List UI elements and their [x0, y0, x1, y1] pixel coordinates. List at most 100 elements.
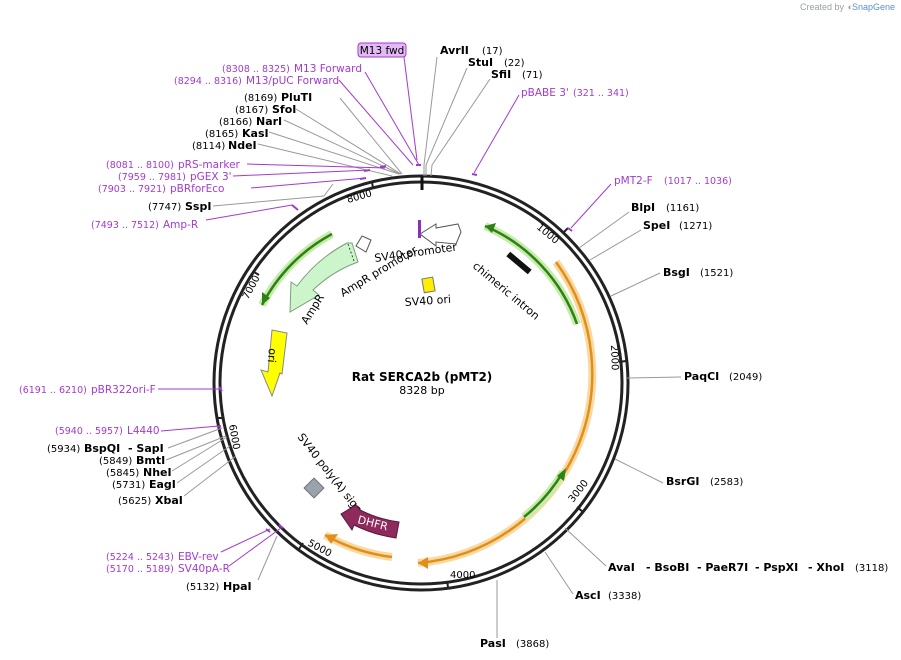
feature-chimeric-intron: chimeric intron — [470, 259, 542, 322]
tick-8000 — [371, 181, 374, 189]
leader-ampr-primer — [205, 204, 293, 221]
enzyme-paqci-pos: (2049) — [729, 372, 762, 383]
enzyme-avai-pos: (3118) — [855, 563, 888, 574]
tick-4000 — [446, 580, 449, 588]
primer-mark-pgex — [363, 169, 371, 172]
enzyme-bspqi-pos: (5934) — [47, 444, 80, 455]
leader-m13puc — [338, 79, 414, 166]
primer-mark-pbr322 — [218, 386, 223, 392]
enzyme-pspxi: - PspXI — [755, 561, 798, 574]
primer-pbrforeco: pBRforEco — [170, 183, 224, 195]
leader-pluti — [339, 97, 403, 175]
primer-pbabe: pBABE 3' — [521, 87, 569, 99]
enzyme-stui: StuI — [468, 56, 493, 69]
primer-m13forward: M13 Forward — [294, 63, 362, 75]
enzyme-avrii-pos: (17) — [482, 46, 503, 57]
primer-pmt2f-pos: (1017 .. 1036) — [664, 176, 732, 187]
primer-mark-ebv — [265, 528, 271, 533]
enzyme-sfoi: SfoI — [272, 103, 296, 116]
enzyme-spei-pos: (1271) — [679, 221, 712, 232]
leader-sv40par — [228, 527, 282, 567]
tick-7000 — [253, 271, 260, 276]
leader-nhei — [171, 436, 228, 472]
enzyme-sfoi-pos: (8167) — [235, 105, 268, 116]
primer-pgex-pos: (7959 .. 7981) — [118, 172, 186, 183]
credit-brand: SnapGene — [851, 2, 895, 12]
enzyme-pasi-pos: (3868) — [516, 639, 549, 650]
enzyme-kasi: KasI — [242, 127, 269, 140]
tick-1000 — [562, 227, 569, 234]
leader-pbabe — [473, 94, 520, 174]
tick-3000 — [576, 506, 584, 513]
leader-eagi — [176, 445, 231, 484]
enzyme-sspi: SspI — [185, 200, 211, 213]
enzyme-xbai: XbaI — [155, 494, 183, 507]
enzyme-hpai: HpaI — [223, 580, 252, 593]
enzyme-nari: NarI — [256, 115, 282, 128]
enzyme-sspi-pos: (7747) — [148, 202, 181, 213]
leader-blpi — [578, 211, 630, 249]
leader-bmti — [165, 435, 227, 461]
enzyme-stui-pos: (22) — [504, 58, 525, 69]
leader-bsgi — [610, 272, 661, 297]
enzyme-spei: SpeI — [643, 219, 670, 232]
primer-ebvrev: EBV-rev — [178, 551, 219, 563]
enzyme-bsrgi: BsrGI — [666, 475, 699, 488]
insert-arc-arrowhead — [418, 557, 428, 569]
plasmid-size: 8328 bp — [399, 384, 444, 397]
primer-m13fwd: M13 fwd — [360, 45, 405, 57]
primer-pgex: pGEX 3' — [190, 171, 232, 183]
enzyme-paqci: PaqCI — [684, 370, 719, 383]
leader-ebvrev — [220, 528, 271, 553]
enzyme-xhoi: - XhoI — [808, 561, 844, 574]
orf-arc-2-arrowhead — [557, 468, 566, 481]
enzyme-ndei-pos: (8114) — [192, 141, 225, 152]
enzyme-sfii: SfiI — [491, 68, 511, 81]
leader-asci — [544, 551, 574, 595]
leader-avai — [564, 527, 607, 567]
leader-m13forward — [364, 71, 420, 166]
enzyme-pluti: PluTI — [281, 91, 312, 104]
tick-label-4000: 4000 — [450, 570, 475, 581]
enzyme-xbai-pos: (5625) — [118, 496, 151, 507]
primer-pbrforeco-pos: (7903 .. 7921) — [98, 184, 166, 195]
primer-mark-pbabe — [471, 173, 478, 176]
primer-mark-pmt2f — [567, 227, 573, 232]
leader-kasi — [268, 131, 400, 175]
primer-m13puc-pos: (8294 .. 8316) — [174, 76, 242, 87]
leader-l4440 — [160, 425, 220, 432]
tick-2000 — [618, 360, 627, 363]
primer-sv40par-pos: (5170 .. 5189) — [106, 564, 174, 575]
feature-sv40-ori: SV40 ori — [404, 293, 451, 309]
enzyme-blpi: BlpI — [631, 201, 655, 214]
tick-label-3000: 3000 — [567, 478, 591, 505]
primer-pbabe-pos: (321 .. 341) — [573, 88, 629, 99]
primer-pbr322ori: pBR322ori-F — [91, 384, 156, 396]
primer-m13fwd-box — [357, 42, 407, 58]
enzyme-bspqi: BspQI — [84, 442, 120, 455]
leader-hpai — [257, 535, 278, 581]
primer-mark-sv40par — [278, 524, 284, 529]
primer-mark-pbrforeco — [359, 177, 367, 180]
credit-prefix: Created by — [799, 2, 844, 12]
tick-label-8000: 8000 — [346, 188, 373, 206]
enzyme-hpai-pos: (5132) — [186, 582, 219, 593]
plasmid-name: Rat SERCA2b (pMT2) — [352, 370, 493, 384]
ampr-promoter-arrow — [355, 235, 372, 253]
leader-pgex — [232, 169, 371, 177]
enzyme-eagi-pos: (5731) — [112, 480, 145, 491]
primer-mark-ampr — [291, 204, 299, 211]
enzyme-nari-pos: (8166) — [219, 117, 252, 128]
leader-sfoi — [295, 108, 402, 175]
enzyme-ndei: NdeI — [228, 139, 257, 152]
enzyme-blpi-pos: (1161) — [666, 203, 699, 214]
enzyme-bsobi: - BsoBI — [646, 561, 689, 574]
primer-prsmarker-pos: (8081 .. 8100) — [106, 160, 174, 171]
feature-ori: ori — [265, 348, 279, 363]
leader-m13fwd — [403, 56, 418, 161]
primer-pbr322ori-pos: (6191 .. 6210) — [19, 385, 87, 396]
tick-label-6000: 6000 — [226, 424, 241, 451]
leader-bspqi — [167, 427, 223, 449]
enzyme-asci-pos: (3338) — [608, 591, 641, 602]
orf-arc-2-glow — [521, 469, 567, 521]
